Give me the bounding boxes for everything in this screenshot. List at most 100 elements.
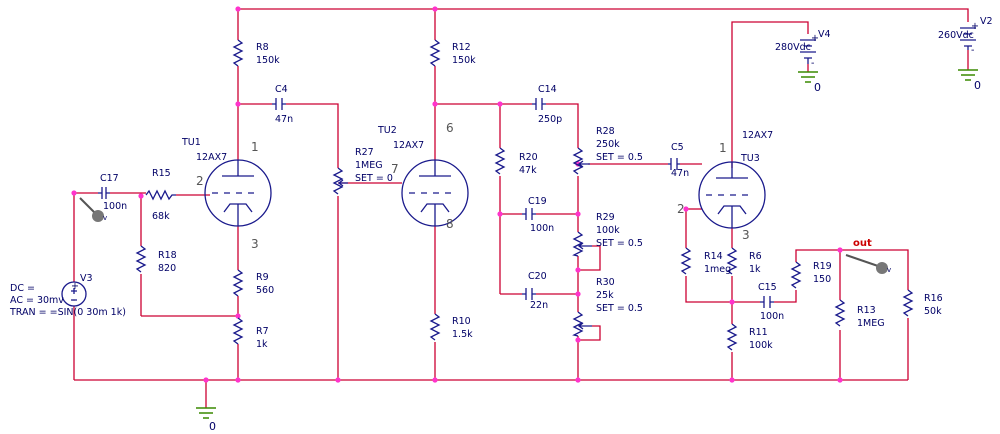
resistor-r8 [232,39,244,67]
r28-set: SET = 0.5 [596,152,643,163]
tu2-pin6: 6 [446,121,454,135]
capacitors [98,98,774,308]
ground-v4-label: 0 [814,81,821,94]
tube-tu2 [401,159,469,227]
junction-dot [729,377,735,383]
r18-label: R18 [158,250,177,261]
junction-dot [575,291,581,297]
r29-value: 100k [596,225,620,236]
junction-dot [432,6,438,12]
r20-label: R20 [519,152,538,163]
c17-value: 100n [103,201,127,212]
tu2-model: 12AX7 [393,140,424,151]
ground-symbols [196,69,978,419]
junction-dot [575,267,581,273]
r6-value: 1k [749,264,761,275]
r16-label: R16 [924,293,943,304]
v3-tran: TRAN = =SIN(0 30m 1k) [9,307,126,318]
c5-label: C5 [671,142,684,153]
tu1-pin3: 3 [251,237,259,251]
r20-value: 47k [519,165,537,176]
tu2-label: TU2 [377,125,397,136]
junction-dot [71,190,77,196]
r30-set: SET = 0.5 [596,303,643,314]
resistor-r11 [726,323,738,351]
v3-plus: + [71,281,79,292]
r12-value: 150k [452,55,476,66]
pin-numbers: 1 2 3 6 7 8 1 2 3 [196,121,750,251]
r29-label: R29 [596,212,615,223]
junction-dot [235,6,241,12]
r16-value: 50k [924,306,942,317]
r8-label: R8 [256,42,269,53]
c4-value: 47n [275,114,293,125]
capacitor-c20 [522,288,536,300]
resistor-r7 [232,317,244,345]
r10-value: 1.5k [452,329,473,340]
c19-value: 100n [530,223,554,234]
junction-dot [235,313,241,319]
potentiometer-r29 [572,231,584,257]
junction-dot [497,101,503,107]
c14-label: C14 [538,84,557,95]
tube-tu1 [204,159,272,227]
r14-label: R14 [704,251,723,262]
v3-dc: DC = [10,283,35,294]
junction-dot [335,377,341,383]
r8-value: 150k [256,55,280,66]
tu1-model: 12AX7 [196,152,227,163]
r18-value: 820 [158,263,176,274]
resistor-r18 [135,245,147,273]
v4-value: 280Vdc [775,42,811,53]
v2-minus: - [971,45,974,56]
tu1-pin1: 1 [251,140,259,154]
tu2-pin7: 7 [391,162,399,176]
junctions [71,6,843,383]
r11-value: 100k [749,340,773,351]
c19-label: C19 [528,196,547,207]
v3-ac: AC = 30mv [10,295,64,306]
c20-label: C20 [528,271,547,282]
capacitor-c15 [760,296,774,308]
v2-value: 260Vdc [938,30,974,41]
tu3-pin2: 2 [677,202,685,216]
resistor-r16 [902,289,914,317]
resistor-r19 [790,261,802,289]
tu2-pin8: 8 [446,217,454,231]
r10-label: R10 [452,316,471,327]
r11-label: R11 [749,327,768,338]
r28-value: 250k [596,139,620,150]
potentiometer-r30 [572,311,584,337]
c17-label: C17 [100,173,119,184]
junction-dot [575,211,581,217]
junction-dot [432,377,438,383]
r19-value: 150 [813,274,831,285]
tu3-pin1: 1 [719,141,727,155]
junction-dot [729,299,735,305]
r9-value: 560 [256,285,274,296]
v3-minus: - [72,295,75,306]
junction-dot [837,247,843,253]
probe-output: v [845,254,891,274]
probe-input: v [79,197,107,222]
r7-value: 1k [256,339,268,350]
junction-dot [575,377,581,383]
resistor-r13 [834,299,846,327]
resistors [135,39,914,351]
c20-value: 22n [530,300,548,311]
tu3-model: 12AX7 [742,130,773,141]
ground-main-label: 0 [209,420,216,433]
tu3-pin3: 3 [742,228,750,242]
v4-label: V4 [818,29,831,40]
junction-dot [203,377,209,383]
resistor-r6 [726,247,738,275]
svg-text:v: v [887,266,891,274]
capacitor-c14 [532,98,546,110]
r30-value: 25k [596,290,614,301]
capacitor-c19 [522,208,536,220]
v4-minus: - [811,58,814,69]
tu1-label: TU1 [181,137,201,148]
ground-v2-label: 0 [974,79,981,92]
